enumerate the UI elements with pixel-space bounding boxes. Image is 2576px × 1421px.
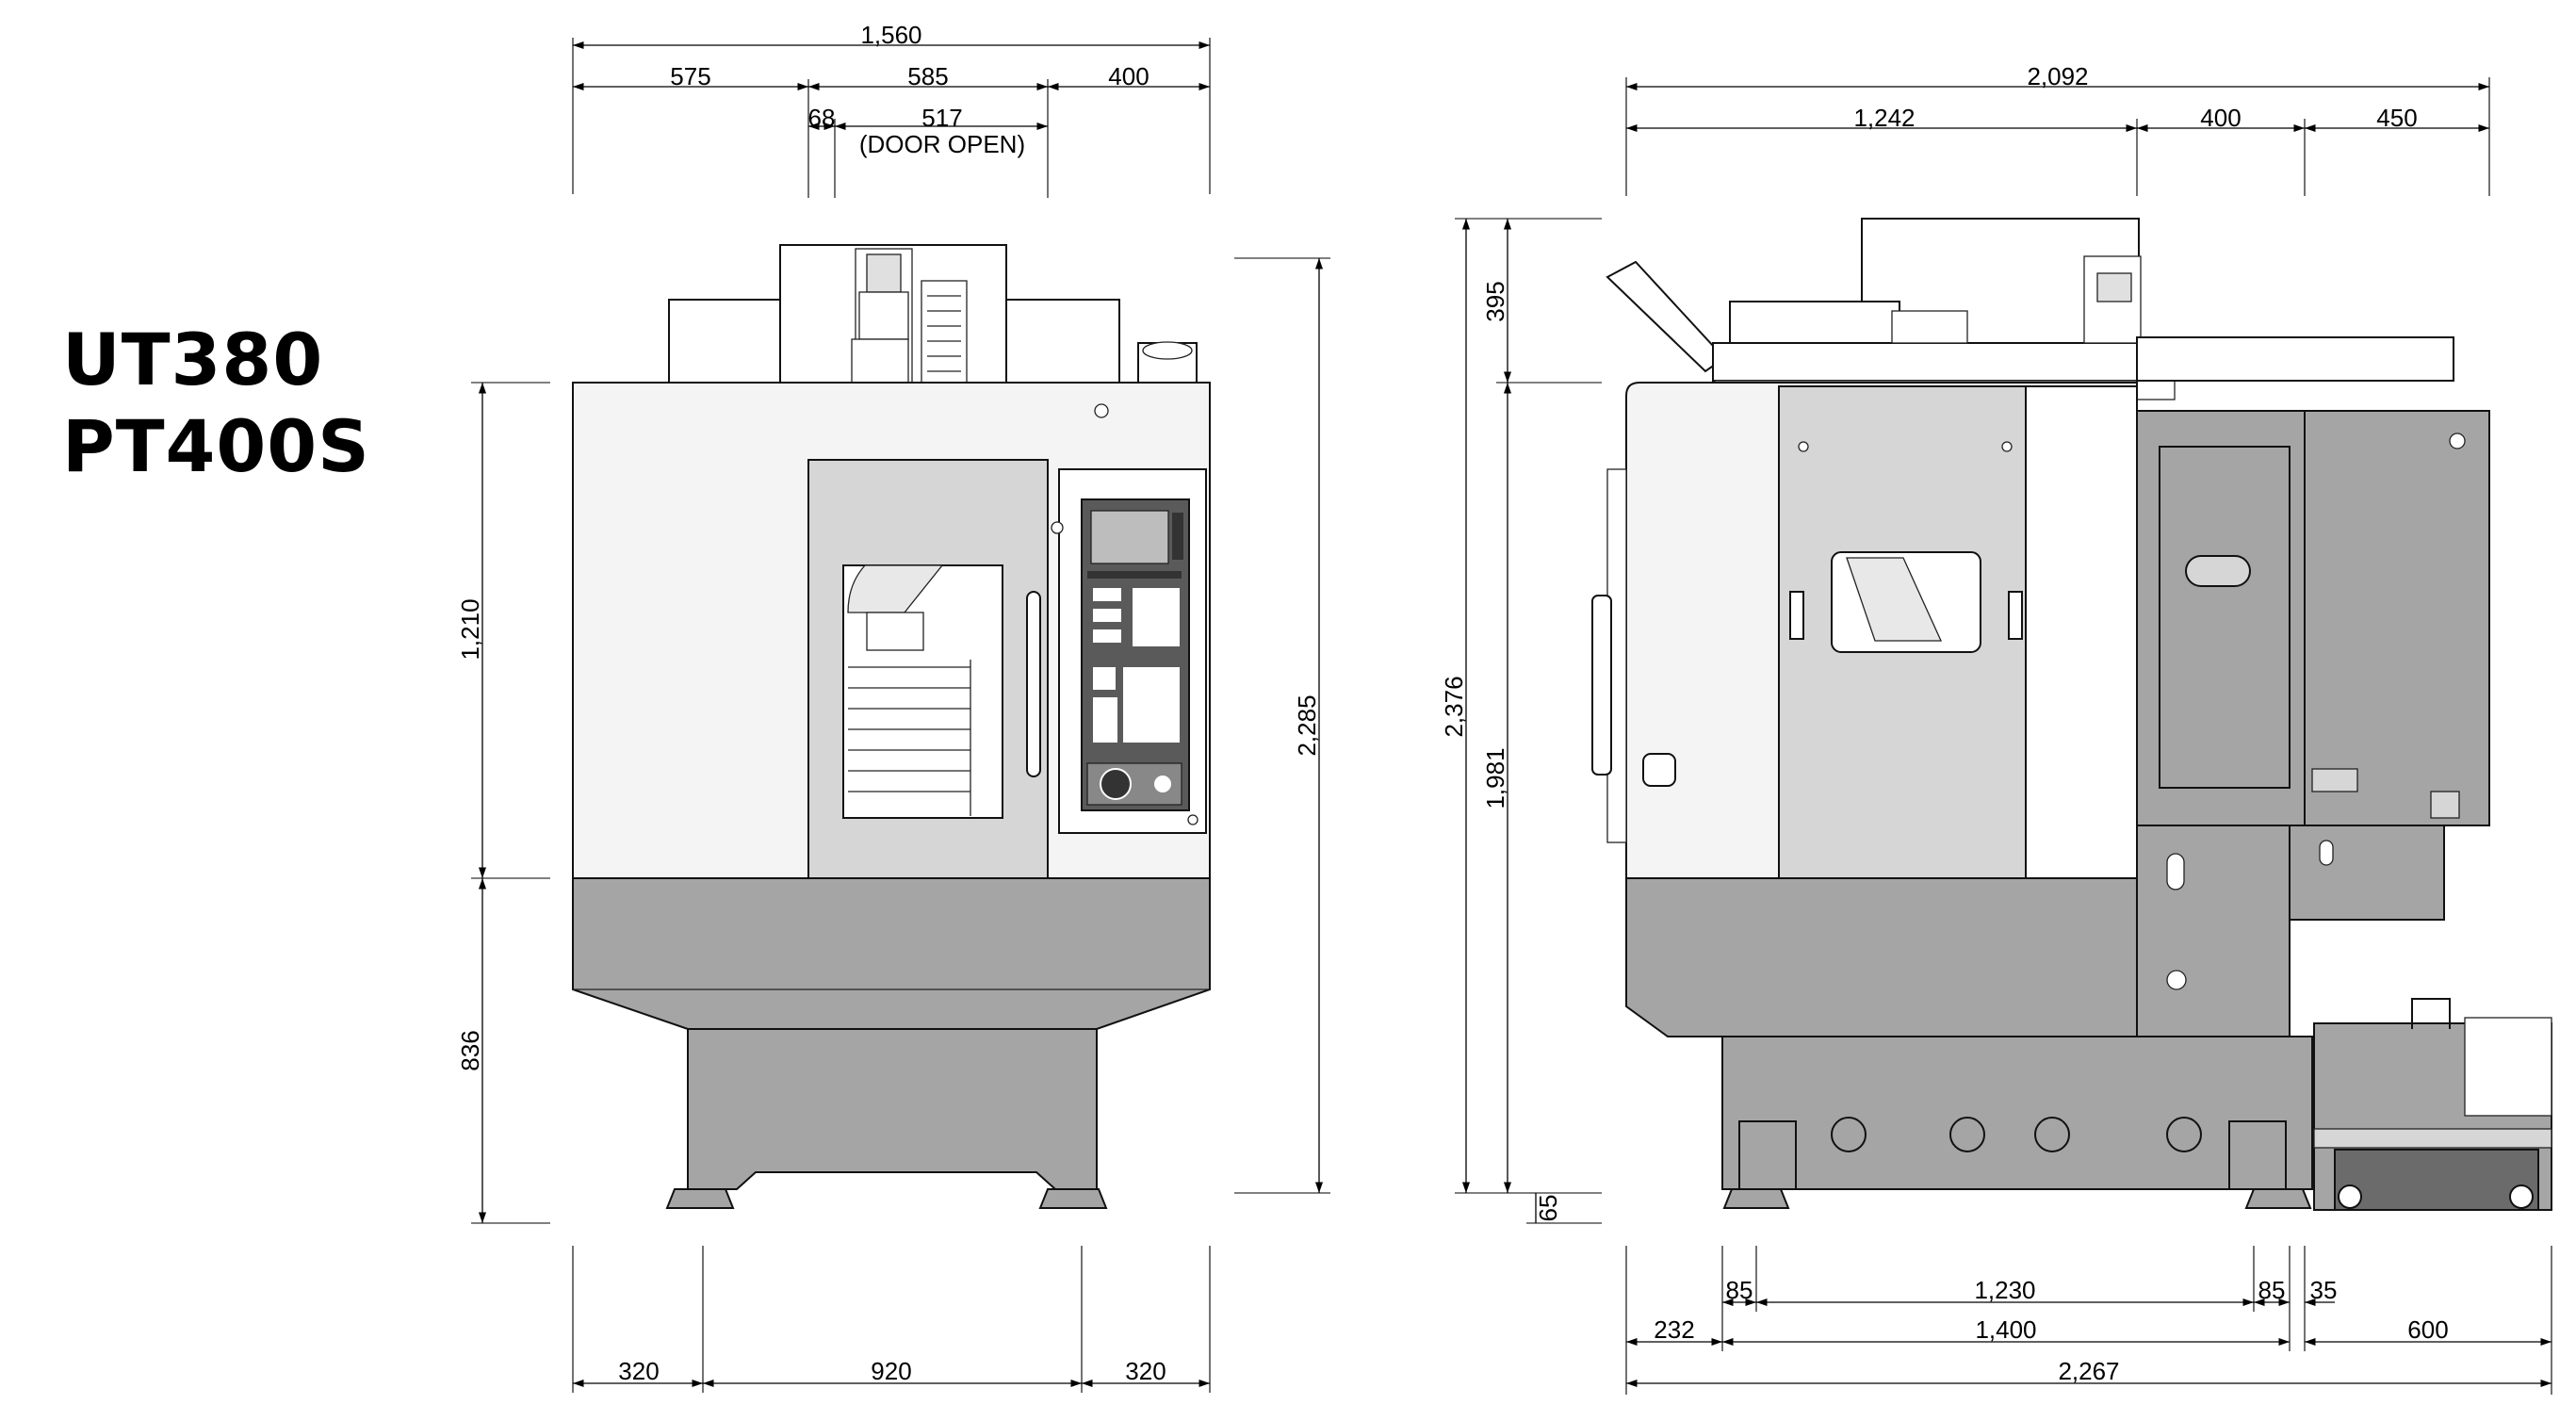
dim-side-overall-width: 2,092 <box>2027 62 2088 90</box>
dim-side-overall-height: 2,376 <box>1440 676 1468 737</box>
dim-side-bottom-85-left: 85 <box>1726 1276 1753 1304</box>
model-title-ut380: UT380 <box>62 318 324 401</box>
dim-front-bottom-right: 320 <box>1125 1357 1166 1385</box>
dim-side-top-left: 1,242 <box>1853 104 1915 132</box>
dim-side-bottom-600: 600 <box>2407 1315 2448 1344</box>
dim-front-door-width: 517 <box>921 104 962 132</box>
dim-front-upper-height: 1,210 <box>456 598 484 660</box>
dim-front-bottom-left: 320 <box>618 1357 659 1385</box>
front-dimensions: 1,560 575 585 400 68 517 (DOOR OPEN) 1,2… <box>456 21 1330 1393</box>
dim-front-door-gap: 68 <box>808 104 836 132</box>
dim-side-bottom-85-right: 85 <box>2258 1276 2286 1304</box>
dim-side-bottom-1400: 1,400 <box>1975 1315 2036 1344</box>
door-open-note: (DOOR OPEN) <box>859 130 1025 158</box>
dim-front-overall-width: 1,560 <box>860 21 921 49</box>
dim-side-bottom-232: 232 <box>1654 1315 1694 1344</box>
front-view <box>572 244 1211 1209</box>
dim-side-top-right: 450 <box>2376 104 2417 132</box>
dim-front-lower-height: 836 <box>456 1030 484 1070</box>
dim-side-top-height: 395 <box>1481 281 1509 321</box>
dim-front-top-right: 400 <box>1108 62 1149 90</box>
dim-side-bottom-35: 35 <box>2310 1276 2338 1304</box>
side-dimensions: 2,092 1,242 400 450 2,376 395 1,981 65 8… <box>1440 62 2552 1395</box>
dim-front-top-middle: 585 <box>907 62 948 90</box>
dim-side-top-middle: 400 <box>2200 104 2241 132</box>
dim-side-middle-height: 1,981 <box>1481 747 1509 808</box>
side-view <box>1591 218 2552 1211</box>
dim-front-top-left: 575 <box>670 62 710 90</box>
dim-front-bottom-middle: 920 <box>871 1357 911 1385</box>
dim-side-bottom-1230: 1,230 <box>1974 1276 2035 1304</box>
dim-front-overall-height: 2,285 <box>1293 694 1321 756</box>
model-title-pt400s: PT400S <box>62 404 370 488</box>
dim-side-bottom-overall: 2,267 <box>2058 1357 2119 1385</box>
dim-side-bottom-height: 65 <box>1534 1195 1562 1222</box>
